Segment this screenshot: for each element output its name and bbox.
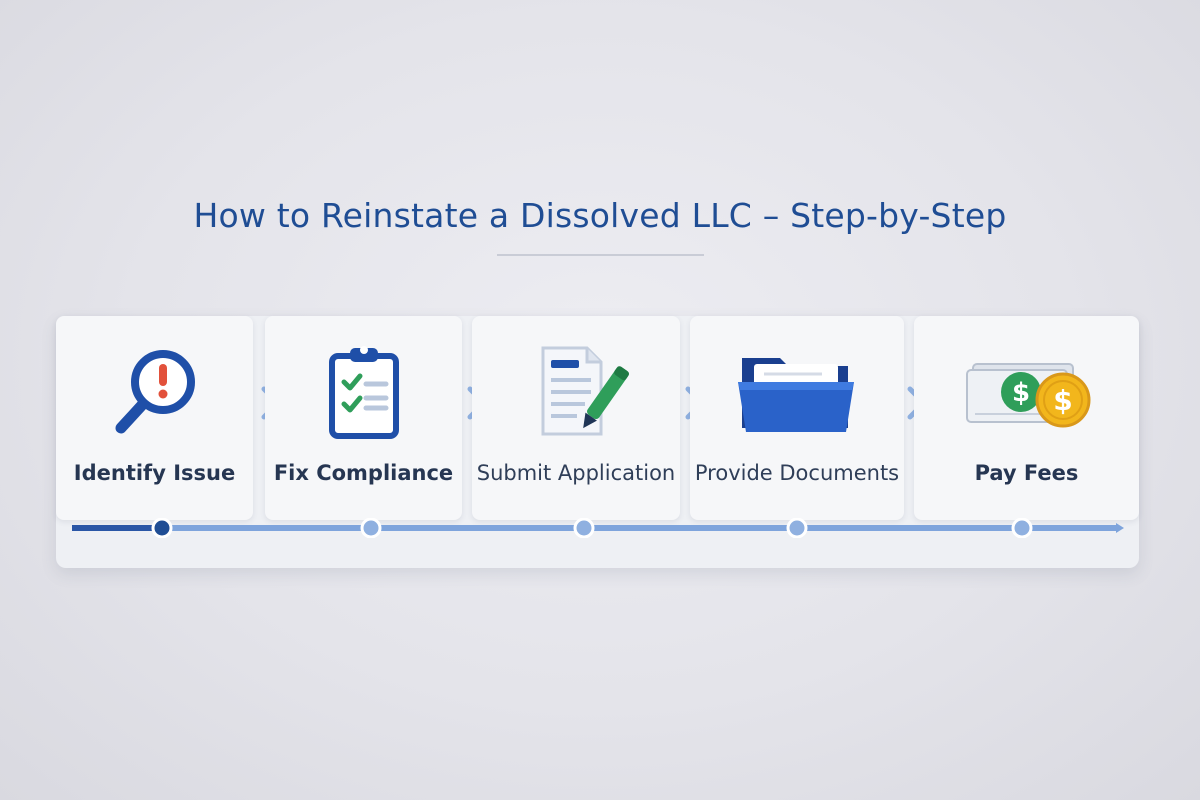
timeline-node-5 <box>1011 518 1033 538</box>
step-label: Fix Compliance <box>273 461 454 485</box>
step-card-identify-issue: Identify Issue <box>56 316 253 520</box>
document-pen-icon <box>472 344 680 440</box>
progress-timeline <box>72 518 1124 538</box>
folder-icon <box>690 344 904 440</box>
page-title: How to Reinstate a Dissolved LLC – Step-… <box>193 196 1007 235</box>
step-card-pay-fees: $ $ Pay Fees <box>914 316 1139 520</box>
step-card-provide-documents: Provide Documents <box>690 316 904 520</box>
title-divider <box>497 254 704 256</box>
step-label: Provide Documents <box>694 461 900 485</box>
timeline-node-2 <box>360 518 382 538</box>
timeline-node-3 <box>573 518 595 538</box>
clipboard-checklist-icon <box>265 344 462 440</box>
money-coin-icon: $ $ <box>914 344 1139 440</box>
timeline-node-4 <box>786 518 808 538</box>
step-card-fix-compliance: Fix Compliance <box>265 316 462 520</box>
steps-panel: Identify Issue Fix Compliance <box>56 316 1139 568</box>
step-label: Identify Issue <box>73 461 236 485</box>
timeline-node-1 <box>151 518 173 538</box>
svg-text:$: $ <box>1053 384 1072 417</box>
magnifier-alert-icon <box>56 344 253 440</box>
step-label: Submit Application <box>476 461 676 485</box>
step-label: Pay Fees <box>974 461 1079 485</box>
svg-text:$: $ <box>1011 378 1029 408</box>
step-card-submit-application: Submit Application <box>472 316 680 520</box>
